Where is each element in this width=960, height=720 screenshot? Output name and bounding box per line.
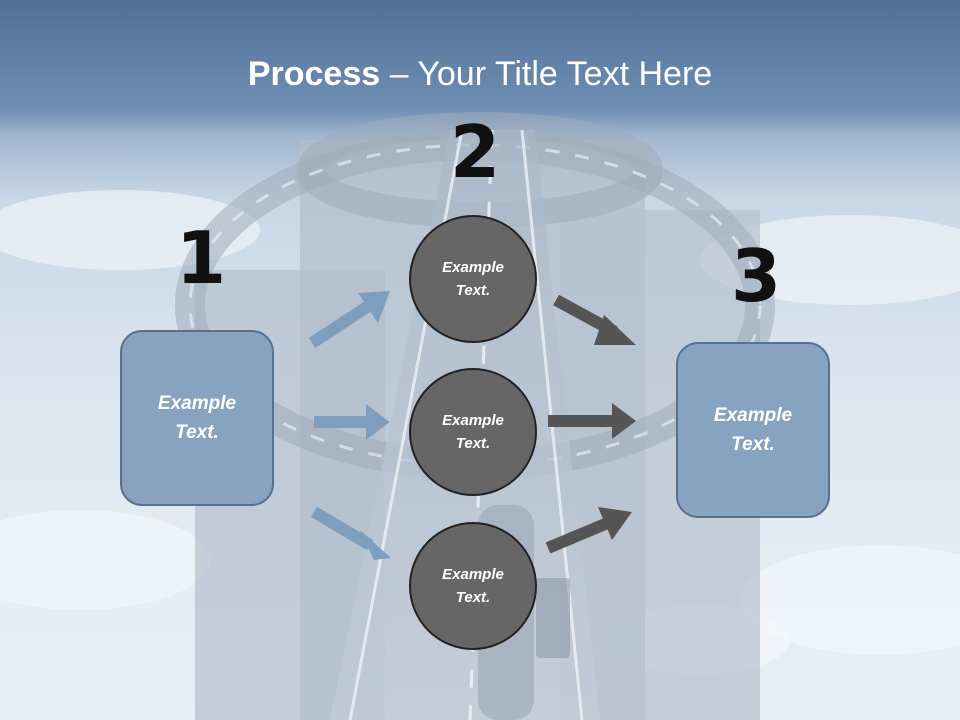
arrow-top-to-right bbox=[553, 294, 636, 345]
road-curve bbox=[188, 143, 762, 467]
slide-title-bold: Process bbox=[247, 55, 381, 93]
arrow-bottom-to-right bbox=[545, 507, 632, 554]
process-circle-middle[interactable]: Example Text. bbox=[409, 368, 537, 496]
step-number-2: 2 bbox=[450, 110, 501, 194]
circle-label: Example Text. bbox=[442, 259, 504, 299]
step-number-1: 1 bbox=[176, 216, 227, 300]
arrow-left-to-top bbox=[308, 291, 390, 349]
arrow-left-to-middle bbox=[314, 404, 390, 440]
cloud bbox=[740, 545, 960, 655]
cloud bbox=[0, 510, 210, 610]
briefcase-silhouette bbox=[536, 578, 570, 658]
step-number-3: 3 bbox=[731, 234, 782, 318]
left-process-box[interactable]: Example Text. bbox=[120, 330, 274, 506]
slide-title-rest: – Your Title Text Here bbox=[380, 55, 713, 93]
right-process-box[interactable]: Example Text. bbox=[676, 342, 830, 518]
left-box-label: Example Text. bbox=[157, 393, 237, 443]
process-circle-bottom[interactable]: Example Text. bbox=[409, 522, 537, 650]
arrow-middle-to-right bbox=[548, 403, 636, 439]
circle-label: Example Text. bbox=[442, 566, 504, 606]
circle-label: Example Text. bbox=[442, 412, 504, 452]
arrow-left-to-bottom bbox=[310, 506, 391, 560]
right-box-label: Example Text. bbox=[713, 405, 793, 455]
process-circle-top[interactable]: Example Text. bbox=[409, 215, 537, 343]
slide-title: Process – Your Title Text Here bbox=[0, 52, 960, 96]
